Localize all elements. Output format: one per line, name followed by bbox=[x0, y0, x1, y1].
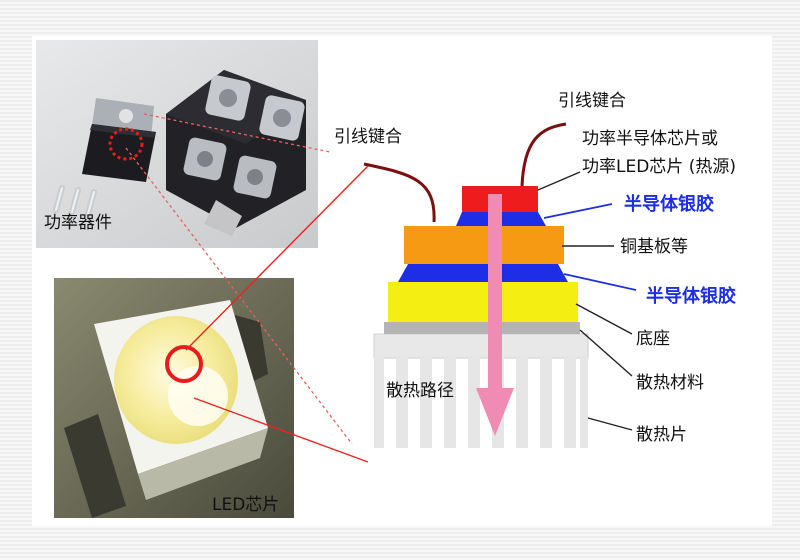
silver-bottom-leader bbox=[563, 273, 637, 291]
led-leader-top bbox=[185, 165, 369, 351]
base-leader bbox=[575, 303, 633, 335]
thermal-material-layer bbox=[384, 322, 580, 334]
copper-substrate-layer bbox=[404, 226, 564, 264]
wire-bond-right-label: 引线键合 bbox=[558, 91, 626, 111]
chip-leader bbox=[537, 171, 581, 191]
led-chip-photo: LED芯片 bbox=[54, 278, 294, 518]
power-module bbox=[166, 70, 306, 236]
silver-top-leader bbox=[543, 203, 613, 219]
silver-paste-top-label: 半导体银胶 bbox=[624, 193, 714, 215]
chip-highlight-circle bbox=[108, 127, 144, 161]
power-device-illustration bbox=[36, 40, 318, 248]
wire-bond-right bbox=[520, 122, 567, 187]
led-chip-illustration: LED芯片 bbox=[54, 278, 294, 518]
wire-bond-left-label: 引线键合 bbox=[334, 127, 402, 147]
base-layer bbox=[388, 282, 578, 322]
power-device-caption-layer: 功率器件 bbox=[44, 213, 112, 233]
heat-sink-label: 散热片 bbox=[636, 425, 687, 445]
heat-path-label: 散热路径 bbox=[386, 381, 454, 401]
base-label: 底座 bbox=[636, 329, 670, 349]
copper-substrate-label: 铜基板等 bbox=[620, 237, 688, 257]
dashed-leader-top bbox=[143, 113, 331, 153]
heat-sink-leader bbox=[587, 417, 633, 431]
thermal-material-label: 散热材料 bbox=[636, 373, 704, 393]
led-chip-highlight-circle bbox=[165, 345, 203, 383]
led-chip-label: LED芯片 bbox=[212, 495, 279, 515]
led-leader-bottom bbox=[193, 397, 369, 463]
chip-label-line2: 功率LED芯片 (热源) bbox=[582, 157, 736, 177]
chip-label-line1: 功率半导体芯片或 bbox=[582, 129, 718, 149]
silver-paste-bottom-layer bbox=[398, 264, 568, 282]
power-device-photo: 功率器件 bbox=[36, 40, 318, 248]
wire-bond-left bbox=[363, 162, 436, 223]
power-device-label: 功率器件 bbox=[44, 213, 112, 233]
silver-paste-bottom-label: 半导体银胶 bbox=[646, 285, 736, 307]
heat-path-arrow bbox=[476, 194, 514, 436]
thermal-material-leader bbox=[579, 329, 633, 377]
